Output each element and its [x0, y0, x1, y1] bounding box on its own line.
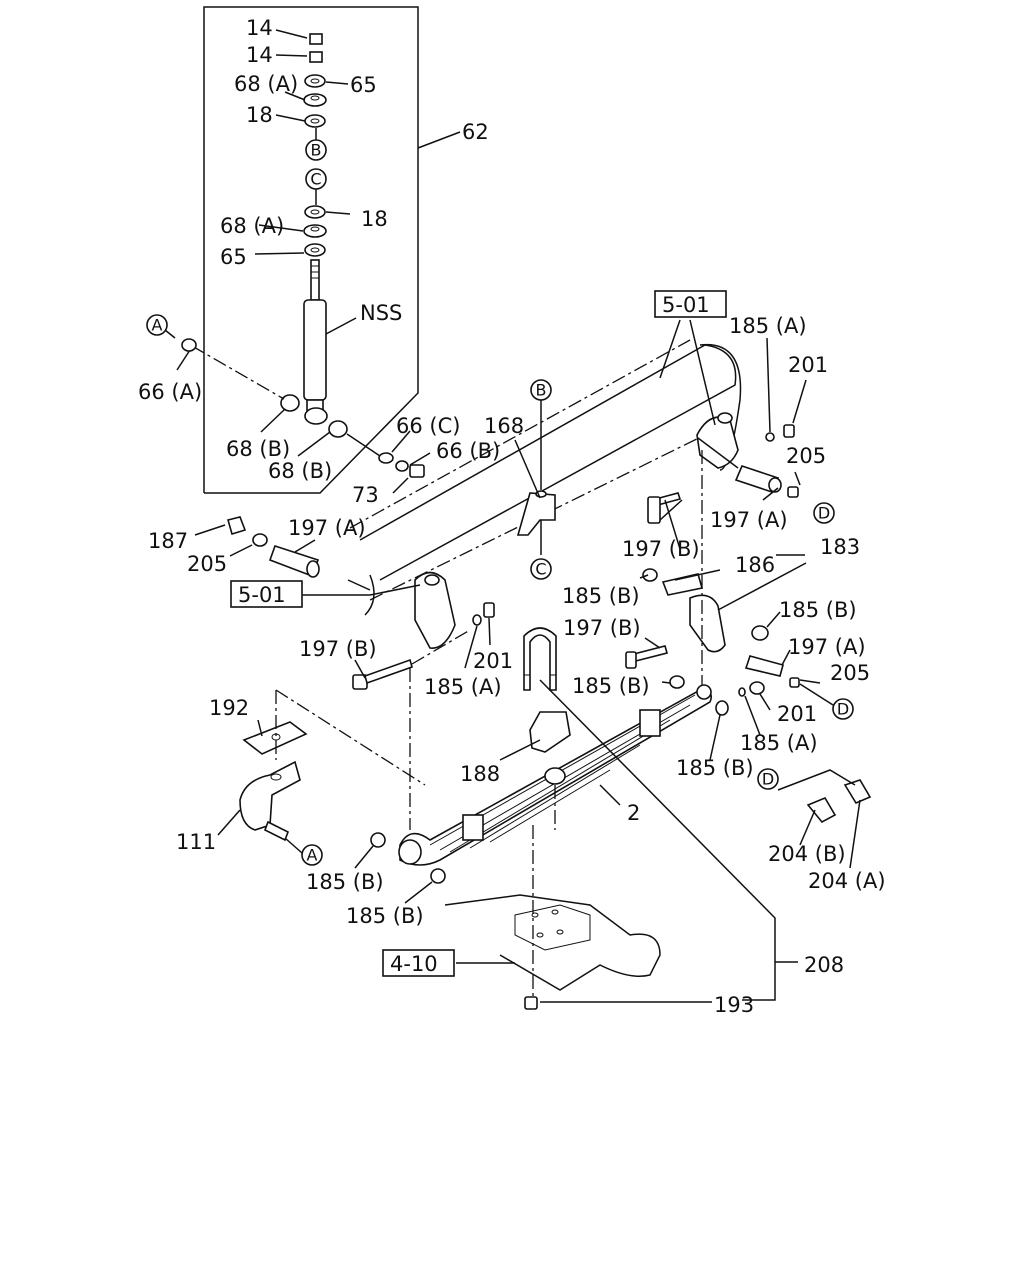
- rear-shackle-group: [625, 424, 800, 716]
- label-185b-1: 185 (B): [562, 584, 640, 608]
- label-nss: NSS: [360, 301, 402, 325]
- callout-c-top: [305, 168, 327, 190]
- axle-group: [444, 894, 661, 1010]
- callout-d-upper: [813, 502, 835, 524]
- shock-absorber-group: [176, 6, 461, 494]
- label-201-b: 201: [777, 702, 817, 726]
- callout-a-bottom: [301, 844, 323, 866]
- label-185a-2: 185 (A): [740, 731, 818, 755]
- label-185b-4: 185 (B): [676, 756, 754, 780]
- label-65-b: 65: [220, 245, 247, 269]
- frame-rail: [349, 339, 742, 649]
- label-208: 208: [804, 953, 844, 977]
- ref-box-5-01-rear[interactable]: [654, 290, 727, 318]
- callout-c-top-text: C: [310, 170, 321, 189]
- ref-box-4-10[interactable]: [382, 949, 455, 977]
- label-205-a: 205: [786, 444, 826, 468]
- label-201-c: 201: [473, 649, 513, 673]
- label-187: 187: [148, 529, 188, 553]
- callout-a-left: [146, 314, 168, 336]
- reference-boxes: [230, 290, 727, 977]
- label-68a-1: 68 (A): [234, 72, 298, 96]
- grease-fittings: [777, 769, 872, 869]
- label-185b-5: 185 (B): [306, 870, 384, 894]
- label-68b-2: 68 (B): [268, 459, 332, 483]
- label-197b-3: 197 (B): [299, 637, 377, 661]
- label-197b-2: 197 (B): [563, 616, 641, 640]
- callout-c-mid-text: C: [535, 560, 546, 579]
- callout-d-lower: [832, 698, 854, 720]
- label-205-b: 205: [830, 661, 870, 685]
- callout-d-fitting: [757, 768, 779, 790]
- callout-circles: B C A B C D D D A: [146, 139, 854, 866]
- callout-d-upper-text: D: [818, 504, 830, 523]
- label-168: 168: [484, 414, 524, 438]
- label-62: 62: [462, 120, 489, 144]
- label-111: 111: [176, 830, 216, 854]
- label-14-a: 14: [246, 16, 273, 40]
- callout-d-fitting-text: D: [762, 770, 774, 789]
- label-183: 183: [820, 535, 860, 559]
- label-197a-1: 197 (A): [710, 508, 788, 532]
- label-66b: 66 (B): [436, 439, 500, 463]
- label-68a-2: 68 (A): [220, 214, 284, 238]
- label-18-b: 18: [361, 207, 388, 231]
- label-188: 188: [460, 762, 500, 786]
- callout-c-mid: [530, 558, 552, 580]
- label-18-a: 18: [246, 103, 273, 127]
- label-186: 186: [735, 553, 775, 577]
- label-204b: 204 (B): [768, 842, 846, 866]
- front-pin-group: [227, 516, 495, 830]
- part-labels: 14 14 68 (A) 65 18 68 (A) 18 65 62 NSS 6…: [138, 16, 886, 1017]
- callout-b-top-text: B: [311, 141, 322, 160]
- label-2: 2: [627, 801, 640, 825]
- label-193: 193: [714, 993, 754, 1017]
- label-204a: 204 (A): [808, 869, 886, 893]
- label-185b-2: 185 (B): [779, 598, 857, 622]
- callout-a-bottom-text: A: [307, 846, 318, 865]
- label-197b-1: 197 (B): [622, 537, 700, 561]
- label-5-01-rear[interactable]: 5-01: [662, 293, 710, 317]
- ref-box-5-01-front[interactable]: [230, 580, 303, 608]
- callout-b-mid: [530, 379, 552, 401]
- label-4-10[interactable]: 4-10: [390, 952, 438, 976]
- label-185b-3: 185 (B): [572, 674, 650, 698]
- leaf-spring: [239, 627, 713, 1000]
- label-185a-3: 185 (A): [424, 675, 502, 699]
- label-14-b: 14: [246, 43, 273, 67]
- callout-b-top: [305, 139, 327, 161]
- callout-b-mid-text: B: [536, 381, 547, 400]
- label-197a-2: 197 (A): [788, 635, 866, 659]
- label-73: 73: [352, 483, 379, 507]
- label-185b-6: 185 (B): [346, 904, 424, 928]
- label-205-c: 205: [187, 552, 227, 576]
- label-66a: 66 (A): [138, 380, 202, 404]
- label-192: 192: [209, 696, 249, 720]
- label-66c: 66 (C): [396, 414, 460, 438]
- label-201-a: 201: [788, 353, 828, 377]
- label-185a-1: 185 (A): [729, 314, 807, 338]
- leader-lines: [159, 319, 834, 1003]
- callout-d-lower-text: D: [837, 700, 849, 719]
- callout-a-left-text: A: [152, 316, 163, 335]
- label-5-01-front[interactable]: 5-01: [238, 583, 286, 607]
- label-68b-1: 68 (B): [226, 437, 290, 461]
- label-65-a: 65: [350, 73, 377, 97]
- label-197a-3: 197 (A): [288, 516, 366, 540]
